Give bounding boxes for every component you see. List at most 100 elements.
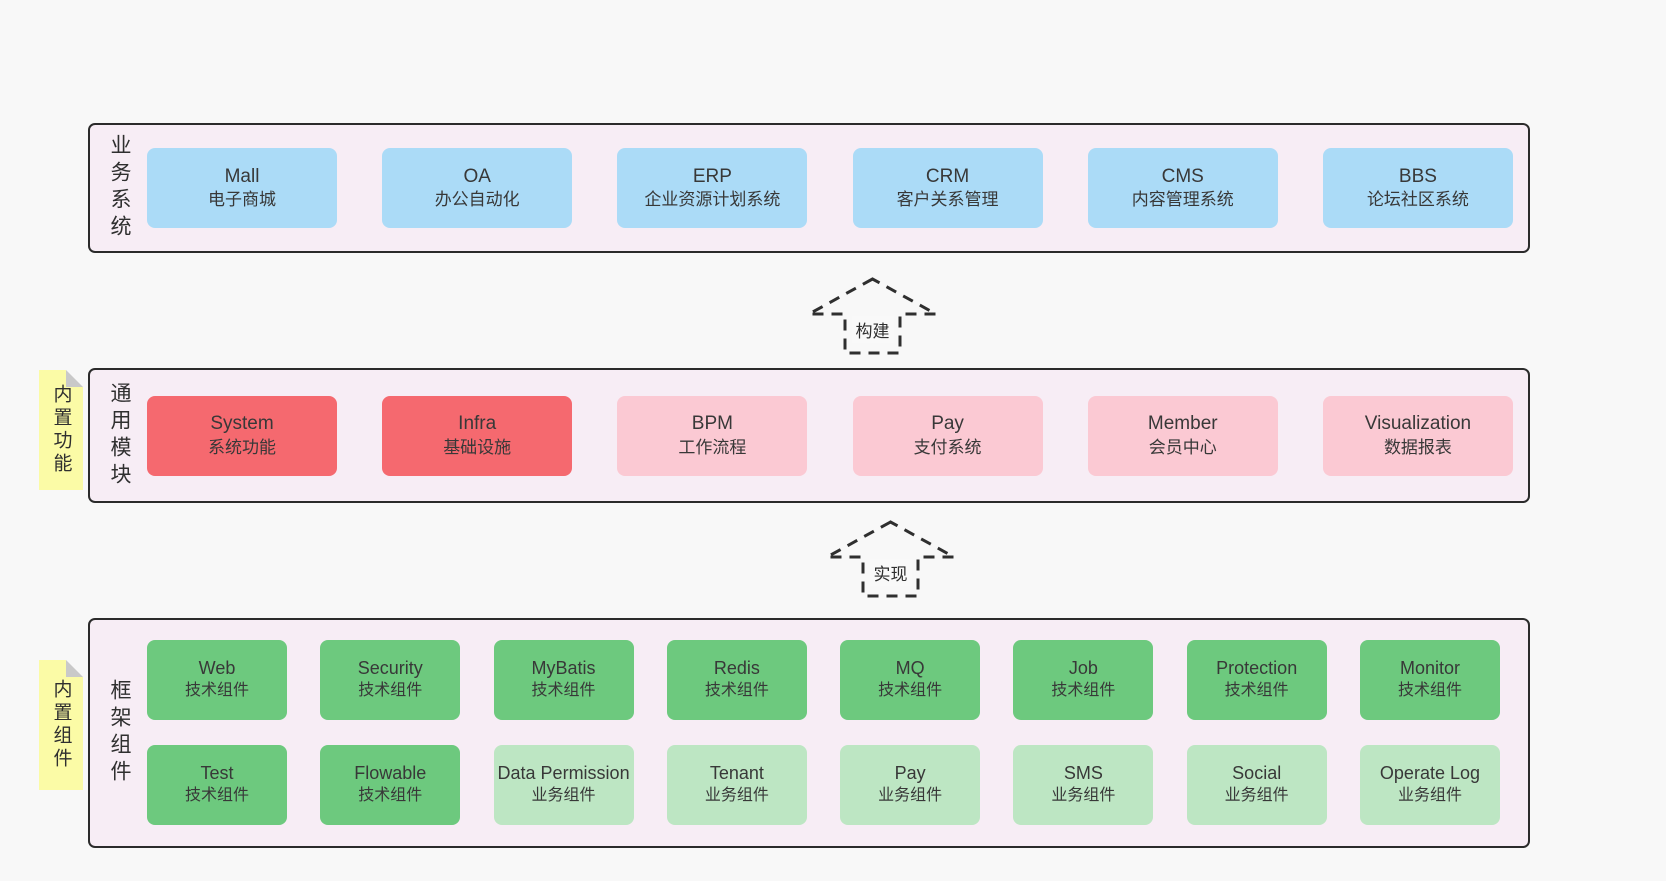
box-protection: Protection 技术组件 <box>1186 640 1327 720</box>
box-system: System 系统功能 <box>147 395 337 476</box>
box-title: CRM <box>925 165 970 187</box>
box-operate-log: Operate Log 业务组件 <box>1359 745 1500 825</box>
box-erp: ERP 企业资源计划系统 <box>617 148 808 228</box>
section-label-modules: 通用模块 <box>108 381 131 490</box>
sticky-note-builtin-features: 内置功能 <box>39 370 83 490</box>
box-subtitle: 技术组件 <box>1397 682 1462 700</box>
box-title: Pay <box>894 763 926 784</box>
implement-arrow: 实现 <box>823 519 958 599</box>
build-arrow: 构建 <box>805 276 940 356</box>
box-title: Visualization <box>1364 413 1472 435</box>
box-subtitle: 业务组件 <box>878 787 943 805</box>
box-title: BBS <box>1398 165 1437 187</box>
box-subtitle: 技术组件 <box>878 682 943 700</box>
box-title: ERP <box>692 165 732 187</box>
box-data-permission: Data Permission 业务组件 <box>493 745 634 825</box>
box-oa: OA 办公自动化 <box>382 148 573 228</box>
box-bpm: BPM 工作流程 <box>617 395 808 476</box>
box-test: Test 技术组件 <box>147 745 287 825</box>
box-title: Infra <box>458 413 497 435</box>
section-label-business: 业务系统 <box>108 134 131 242</box>
box-title: MQ <box>895 658 925 679</box>
box-job: Job 技术组件 <box>1013 640 1154 720</box>
box-cms: CMS 内容管理系统 <box>1087 148 1278 228</box>
box-subtitle: 基础设施 <box>443 437 512 457</box>
sticky-note-builtin-components: 内置组件 <box>39 660 83 790</box>
box-subtitle: 技术组件 <box>704 682 769 700</box>
framework-components-container: 框架组件 Web 技术组件 Security 技术组件 MyBatis 技术组件… <box>88 618 1530 848</box>
box-subtitle: 技术组件 <box>184 787 249 805</box>
box-subtitle: 论坛社区系统 <box>1366 190 1469 210</box>
box-social: Social 业务组件 <box>1186 745 1327 825</box>
box-title: Web <box>198 658 236 679</box>
box-subtitle: 内容管理系统 <box>1131 190 1234 210</box>
box-monitor: Monitor 技术组件 <box>1359 640 1500 720</box>
box-web: Web 技术组件 <box>147 640 287 720</box>
box-infra: Infra 基础设施 <box>382 395 573 476</box>
box-title: Protection <box>1216 658 1298 679</box>
box-title: BPM <box>691 413 733 435</box>
box-subtitle: 支付系统 <box>913 437 982 457</box>
box-pay-business: Pay 业务组件 <box>840 745 981 825</box>
box-subtitle: 业务组件 <box>531 787 596 805</box>
box-subtitle: 技术组件 <box>1051 682 1116 700</box>
arrow-label-implement: 实现 <box>869 559 912 586</box>
box-subtitle: 技术组件 <box>358 787 423 805</box>
sticky-note-text: 内置组件 <box>50 679 72 771</box>
box-title: Member <box>1147 413 1218 435</box>
box-flowable: Flowable 技术组件 <box>320 745 461 825</box>
box-title: OA <box>463 165 491 187</box>
box-title: Social <box>1232 763 1282 784</box>
box-member: Member 会员中心 <box>1087 395 1278 476</box>
section-label-framework: 框架组件 <box>108 679 131 787</box>
box-title: Mall <box>224 165 260 187</box>
box-title: Security <box>357 658 423 679</box>
box-title: Redis <box>713 658 760 679</box>
box-subtitle: 技术组件 <box>1224 682 1289 700</box>
box-visualization: Visualization 数据报表 <box>1322 395 1513 476</box>
box-subtitle: 系统功能 <box>208 437 276 457</box>
up-arrow-icon <box>826 520 955 598</box>
box-title: Job <box>1068 658 1098 679</box>
box-title: Tenant <box>709 763 764 784</box>
box-title: SMS <box>1063 763 1103 784</box>
business-boxes-row: Mall 电子商城 OA 办公自动化 ERP 企业资源计划系统 CRM 客户关系… <box>147 148 1513 228</box>
box-subtitle: 业务组件 <box>1224 787 1289 805</box>
box-crm: CRM 客户关系管理 <box>852 148 1043 228</box>
modules-boxes-row: System 系统功能 Infra 基础设施 BPM 工作流程 Pay 支付系统… <box>147 395 1513 476</box>
box-tenant: Tenant 业务组件 <box>666 745 807 825</box>
box-subtitle: 数据报表 <box>1383 437 1452 457</box>
box-title: Flowable <box>354 763 427 784</box>
business-systems-container: 业务系统 Mall 电子商城 OA 办公自动化 ERP 企业资源计划系统 CRM… <box>88 123 1530 253</box>
box-title: System <box>210 413 274 435</box>
framework-boxes-row-1: Web 技术组件 Security 技术组件 MyBatis 技术组件 Redi… <box>147 640 1500 720</box>
arrow-label-build: 构建 <box>851 316 894 343</box>
box-subtitle: 办公自动化 <box>434 190 520 210</box>
box-title: CMS <box>1161 165 1204 187</box>
box-redis: Redis 技术组件 <box>666 640 807 720</box>
box-mall: Mall 电子商城 <box>147 148 337 228</box>
box-subtitle: 业务组件 <box>704 787 769 805</box>
box-subtitle: 业务组件 <box>1051 787 1116 805</box>
box-subtitle: 工作流程 <box>678 437 747 457</box>
box-subtitle: 客户关系管理 <box>896 190 999 210</box>
box-pay: Pay 支付系统 <box>852 395 1043 476</box>
box-subtitle: 技术组件 <box>531 682 596 700</box>
box-subtitle: 会员中心 <box>1148 437 1217 457</box>
sticky-note-text: 内置功能 <box>50 384 72 476</box>
up-arrow-icon <box>808 277 937 355</box>
box-subtitle: 技术组件 <box>358 682 423 700</box>
box-title: Test <box>200 763 234 784</box>
box-sms: SMS 业务组件 <box>1013 745 1154 825</box>
box-subtitle: 技术组件 <box>184 682 249 700</box>
box-subtitle: 电子商城 <box>208 190 276 210</box>
box-title: Data Permission <box>497 763 630 784</box>
framework-boxes-row-2: Test 技术组件 Flowable 技术组件 Data Permission … <box>147 745 1500 825</box>
box-title: Operate Log <box>1379 763 1480 784</box>
box-title: Monitor <box>1399 658 1460 679</box>
box-title: Pay <box>931 413 964 435</box>
box-security: Security 技术组件 <box>320 640 461 720</box>
box-mq: MQ 技术组件 <box>840 640 981 720</box>
common-modules-container: 通用模块 System 系统功能 Infra 基础设施 BPM 工作流程 Pay… <box>88 368 1530 503</box>
